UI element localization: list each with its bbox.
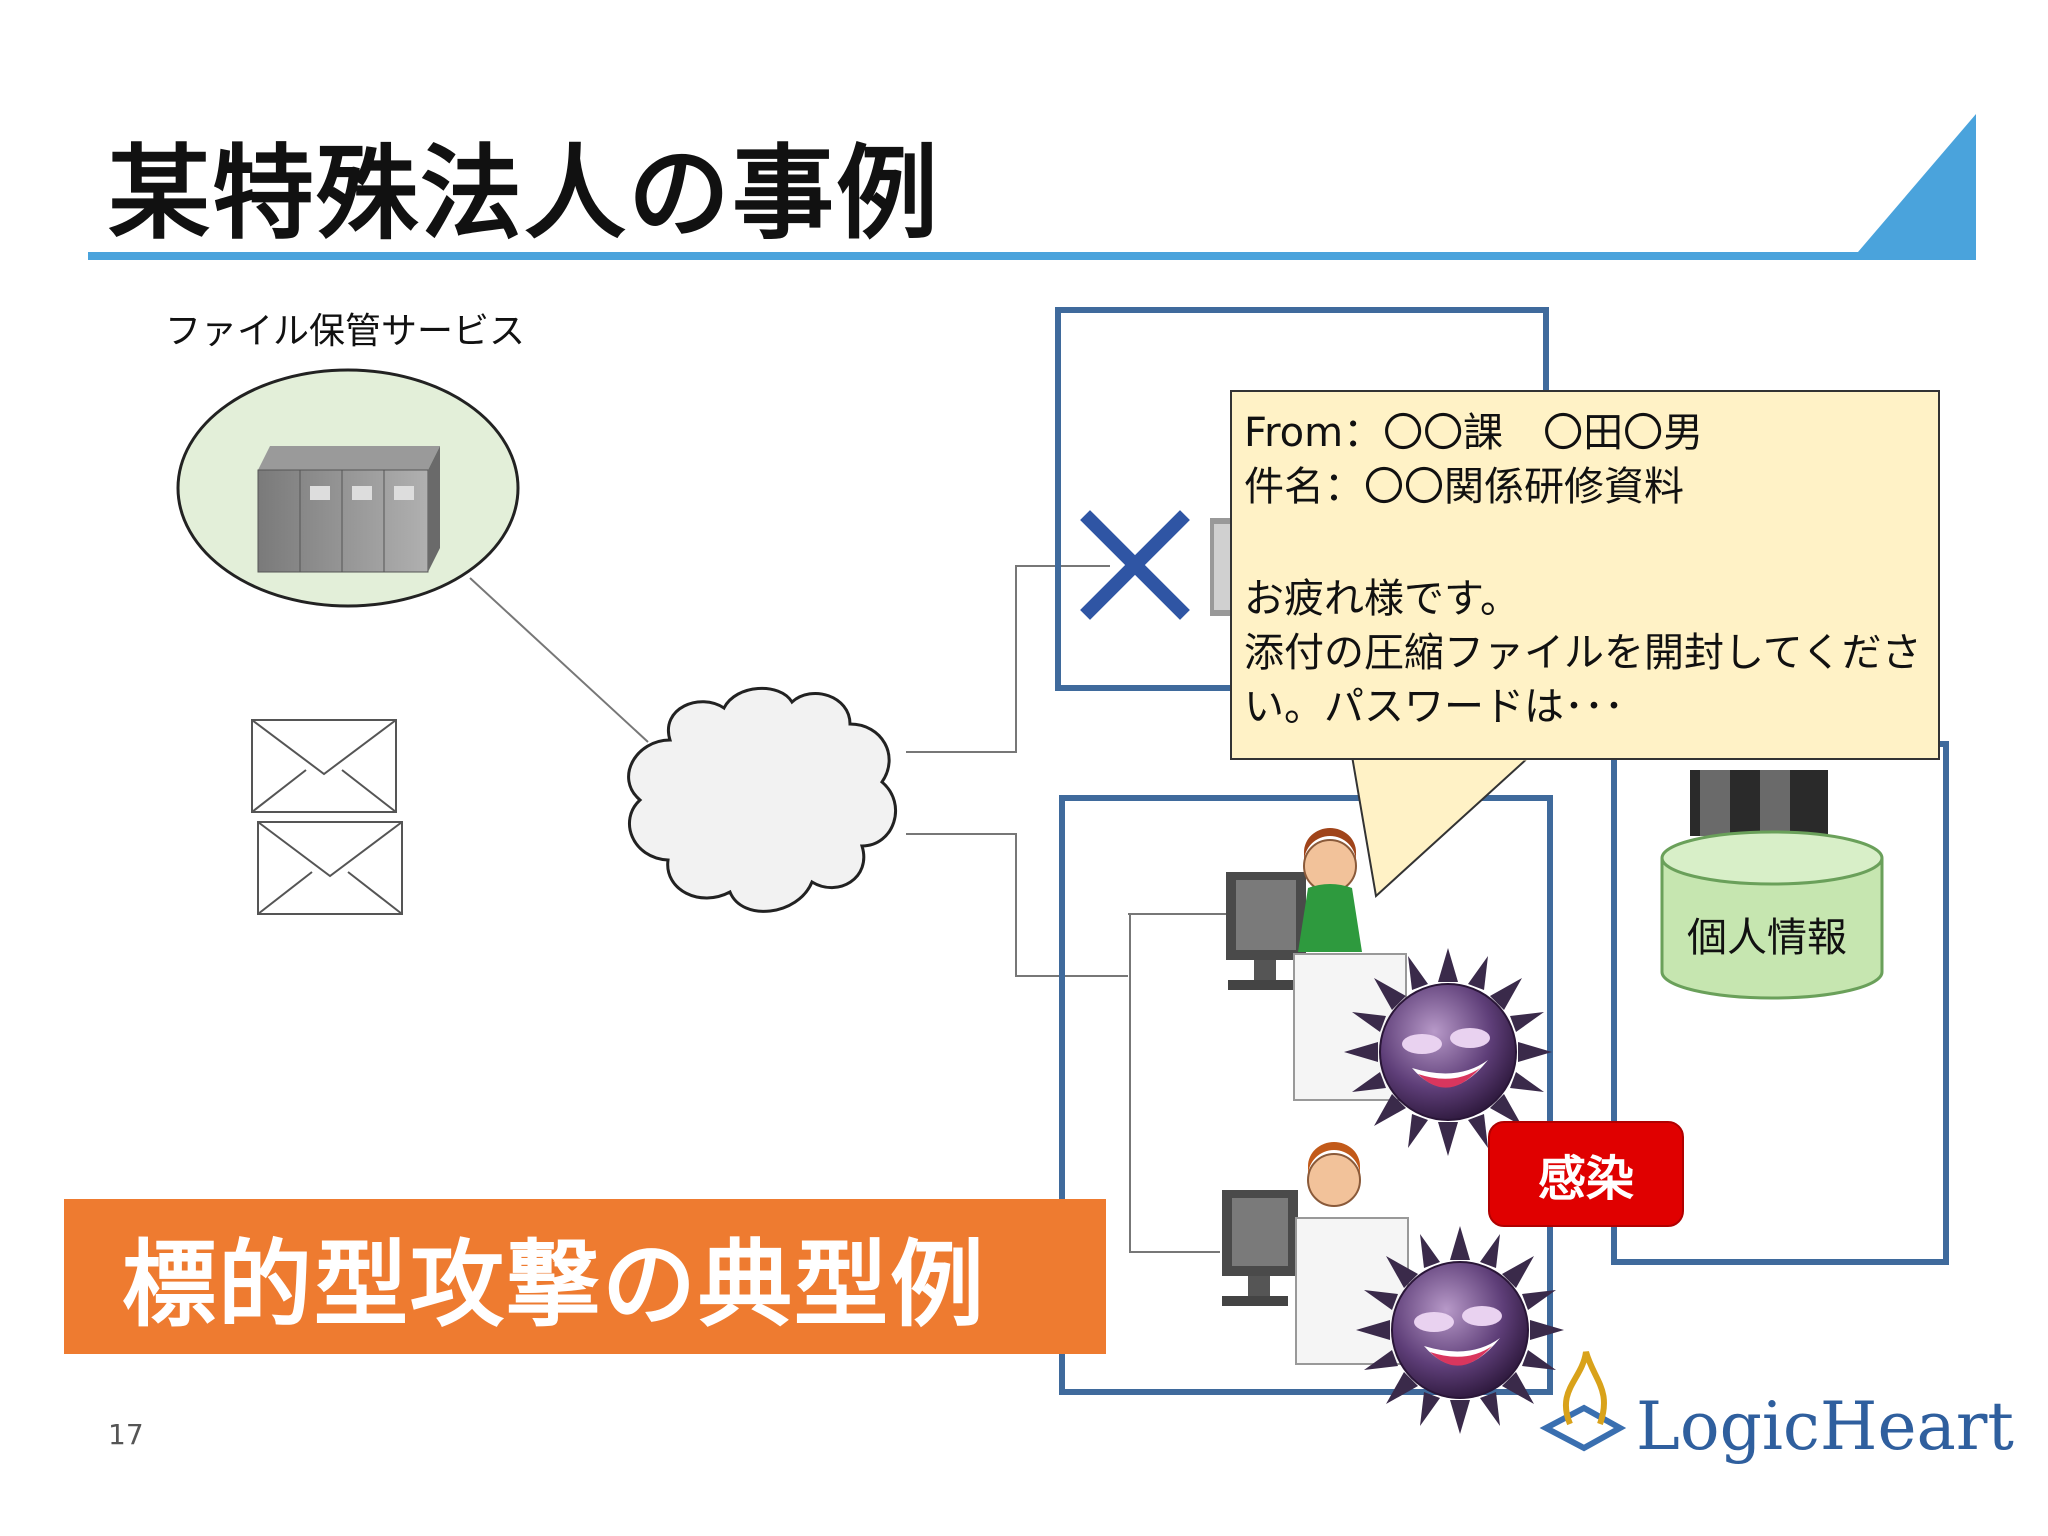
logicheart-logo-mark [1539, 1351, 1627, 1452]
lower-office-frame [1059, 795, 1553, 1395]
file-service-label: ファイル保管サービス [165, 311, 526, 352]
database-label: 個人情報 [1687, 915, 1847, 961]
email-from-line: From：〇〇課 〇田〇男 [1244, 410, 1704, 456]
email-speech-bubble: From：〇〇課 〇田〇男 件名：〇〇関係研修資料 お疲れ様です。 添付の圧縮フ… [1230, 390, 1940, 760]
page-number: 17 [108, 1418, 144, 1451]
network-lines [469, 565, 1228, 1253]
personal-info-database-icon [1660, 830, 1884, 1000]
virus-icon-1 [1344, 948, 1552, 1156]
slide-title: 某特殊法人の事例 [108, 135, 940, 254]
email-subject-line: 件名：〇〇関係研修資料 [1244, 464, 1684, 510]
title-rule [88, 252, 1976, 260]
file-server-icon [176, 368, 520, 608]
db-server-icon [1690, 770, 1828, 836]
speech-bubble-tail [1350, 755, 1533, 898]
email-greeting: お疲れ様です。 [1244, 576, 1520, 622]
email-body: 添付の圧縮ファイルを開封してください。パスワードは･･･ [1244, 630, 1922, 730]
infection-badge: 感染 [1488, 1121, 1684, 1227]
headline-banner: 標的型攻撃の典型例 [64, 1199, 1106, 1354]
corner-triangle [1858, 114, 1976, 252]
virus-icon-2 [1356, 1226, 1564, 1434]
email-envelope-icon [251, 719, 403, 915]
logo-text: LogicHeart [1636, 1388, 2014, 1465]
blocked-cross-icon [1080, 510, 1190, 620]
internet-cloud-icon [627, 687, 898, 913]
